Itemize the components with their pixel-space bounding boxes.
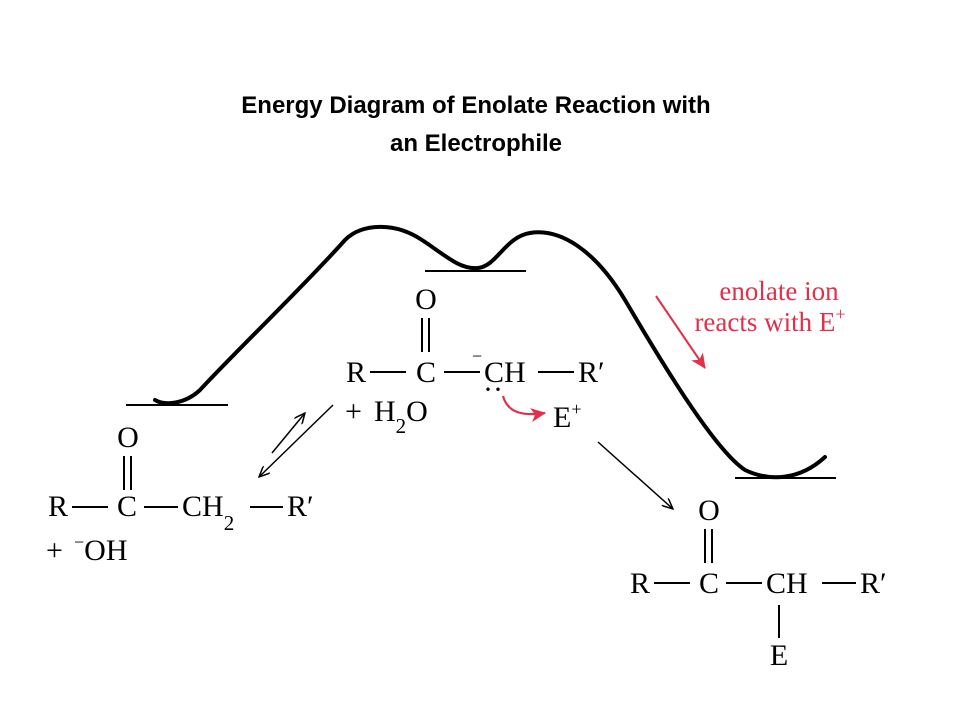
- enolate-carbonyl-oxygen: O: [415, 283, 437, 316]
- water-molecule: H2O: [374, 395, 428, 438]
- product-carbonyl-carbon: C: [699, 567, 719, 600]
- annotation-arrow: [655, 295, 706, 369]
- product-ch: CH: [766, 567, 808, 600]
- reactant-carbonyl-oxygen: O: [117, 421, 139, 454]
- product-e-substituent: E: [770, 639, 788, 672]
- enolate-ch: CH: [484, 356, 526, 389]
- annotation-line-1: enolate ion: [719, 276, 839, 306]
- hydroxide-ion: −OH: [74, 532, 128, 567]
- product-r-prime: R′: [860, 567, 887, 600]
- enolate-plus: +: [345, 395, 362, 428]
- product-formation-arrow: [597, 441, 673, 509]
- reactant-plus: +: [46, 534, 63, 567]
- enolate-structure: O R C − CH ·· R′ + H2O: [345, 283, 605, 438]
- product-structure: O R C CH R′ E: [630, 494, 887, 672]
- reactant-r-prime: R′: [287, 490, 314, 523]
- enolate-r-prime: R′: [578, 356, 605, 389]
- enolate-carbonyl-carbon: C: [416, 356, 436, 389]
- equilibrium-arrow-reverse: [259, 404, 334, 477]
- equilibrium-arrow-forward: [271, 413, 305, 454]
- energy-curve: [153, 224, 827, 480]
- diagram-title-line-2: an Electrophile: [390, 130, 562, 157]
- carbanion-lone-pair: ··: [483, 373, 503, 406]
- electrophile: E+: [553, 399, 581, 434]
- nucleophilic-attack-arrow: [501, 395, 546, 422]
- product-r-group: R: [630, 567, 650, 600]
- carbanion-charge: −: [472, 346, 482, 366]
- reactant-structure: O R C CH2 R′ + −OH: [46, 421, 314, 567]
- reactant-r-group: R: [48, 490, 68, 523]
- diagram-title-line-1: Energy Diagram of Enolate Reaction with: [241, 92, 710, 119]
- product-carbonyl-oxygen: O: [698, 494, 720, 527]
- reactant-carbonyl-carbon: C: [117, 490, 137, 523]
- enolate-r-group: R: [346, 356, 366, 389]
- reactant-ch2: CH2: [182, 490, 234, 535]
- annotation-line-2: reacts with E+: [694, 304, 845, 337]
